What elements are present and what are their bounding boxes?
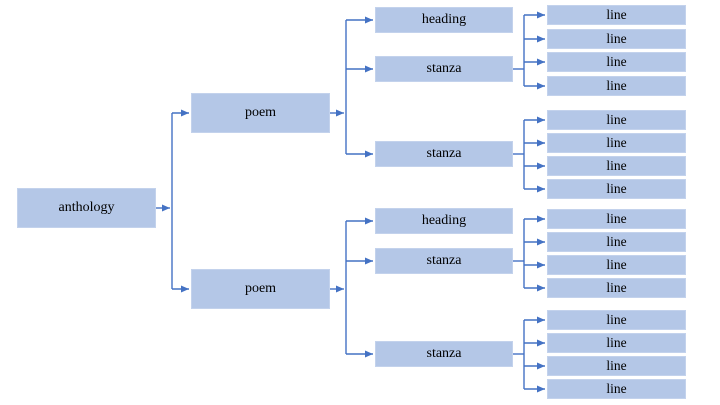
node-line: line (547, 29, 686, 49)
node-poem-1: poem (191, 93, 330, 133)
node-p2-heading: heading (375, 208, 513, 234)
connectors-poem-2 (330, 217, 373, 358)
node-poem-2: poem (191, 269, 330, 309)
node-line: line (547, 255, 686, 275)
node-line: line (547, 76, 686, 96)
node-line: line (547, 310, 686, 330)
node-anthology: anthology (17, 188, 156, 228)
node-line: line (547, 379, 686, 399)
connectors-stanza-3 (513, 215, 545, 292)
node-line: line (547, 5, 686, 25)
node-p2-stanza-2: stanza (375, 341, 513, 367)
connectors-anthology (156, 109, 189, 293)
node-line: line (547, 278, 686, 298)
connectors-poem-1 (330, 16, 373, 158)
connectors-stanza-1 (513, 11, 545, 90)
node-line: line (547, 133, 686, 153)
connectors-stanza-2 (513, 116, 545, 193)
node-line: line (547, 156, 686, 176)
node-p1-stanza-1: stanza (375, 56, 513, 82)
node-line: line (547, 333, 686, 353)
node-line: line (547, 52, 686, 72)
node-line: line (547, 179, 686, 199)
node-p1-stanza-2: stanza (375, 141, 513, 167)
node-line: line (547, 209, 686, 229)
connectors-stanza-4 (513, 316, 545, 393)
node-line: line (547, 356, 686, 376)
node-p2-stanza-1: stanza (375, 248, 513, 274)
node-p1-heading: heading (375, 7, 513, 33)
node-line: line (547, 232, 686, 252)
node-line: line (547, 110, 686, 130)
